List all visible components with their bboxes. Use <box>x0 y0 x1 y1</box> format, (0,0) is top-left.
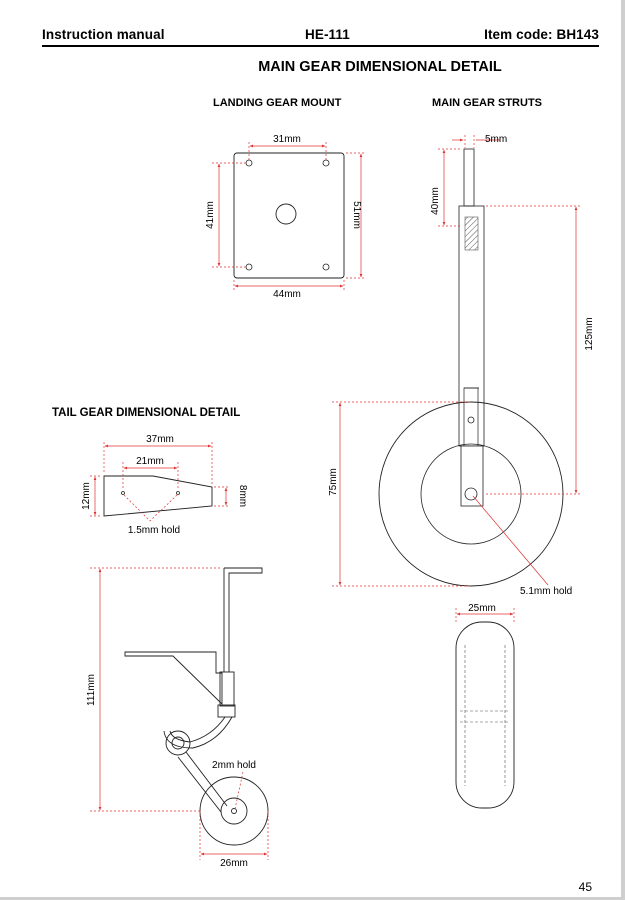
section-title-tail-gear: TAIL GEAR DIMENSIONAL DETAIL <box>52 407 241 419</box>
tail-bracket-dimensions <box>90 442 230 522</box>
dim-mount-width: 44mm <box>273 289 301 300</box>
dim-mount-right-height: 51mm <box>351 201 362 229</box>
dim-strut-width: 5mm <box>485 134 507 145</box>
dim-wheel-diameter: 75mm <box>328 468 339 496</box>
header-item-code: Item code: BH143 <box>484 27 599 42</box>
dim-mount-hole-spacing: 31mm <box>273 134 301 145</box>
mount-drawing <box>233 152 345 279</box>
dim-tail-wheel-diameter: 26mm <box>220 858 248 869</box>
header-rule <box>42 45 599 47</box>
dim-axle-hole: 5.1mm hold <box>520 586 572 597</box>
wheel-side-view <box>455 621 515 809</box>
page-bottom-edge <box>0 897 625 900</box>
dim-tail-hole-spacing: 21mm <box>136 456 164 467</box>
dim-mount-left-height: 41mm <box>205 201 216 229</box>
dim-tail-bracket-height: 12mm <box>81 482 92 510</box>
main-strut-dimensions <box>332 135 582 587</box>
tail-bracket-drawing <box>103 475 213 517</box>
page-edge <box>621 0 625 900</box>
header-manual-label: Instruction manual <box>42 27 165 42</box>
dim-tail-bracket-tip: 8mm <box>237 485 248 507</box>
dim-wheel-width: 25mm <box>468 603 496 614</box>
wheel-width-dimension <box>455 608 515 622</box>
main-strut-drawing <box>378 148 564 587</box>
dim-strut-upper: 40mm <box>430 187 441 215</box>
section-title-mount: LANDING GEAR MOUNT <box>213 97 342 109</box>
section-title-struts: MAIN GEAR STRUTS <box>432 97 542 109</box>
dim-strut-total: 125mm <box>584 317 595 350</box>
page-title: MAIN GEAR DIMENSIONAL DETAIL <box>258 59 502 75</box>
tail-gear-dimensions <box>90 567 269 860</box>
header-model: HE-111 <box>305 27 350 42</box>
dim-tail-gear-height: 111mm <box>86 674 97 706</box>
page-number: 45 <box>578 880 592 894</box>
page-header: Instruction manual HE-111 Item code: BH1… <box>42 27 599 47</box>
dim-tail-bracket-holes: 1.5mm hold <box>128 525 180 536</box>
tail-gear-drawing <box>124 567 269 846</box>
dim-tail-bracket-length: 37mm <box>146 434 174 445</box>
dim-tail-axle-hole: 2mm hold <box>212 760 256 771</box>
mount-dimensions <box>212 142 366 292</box>
